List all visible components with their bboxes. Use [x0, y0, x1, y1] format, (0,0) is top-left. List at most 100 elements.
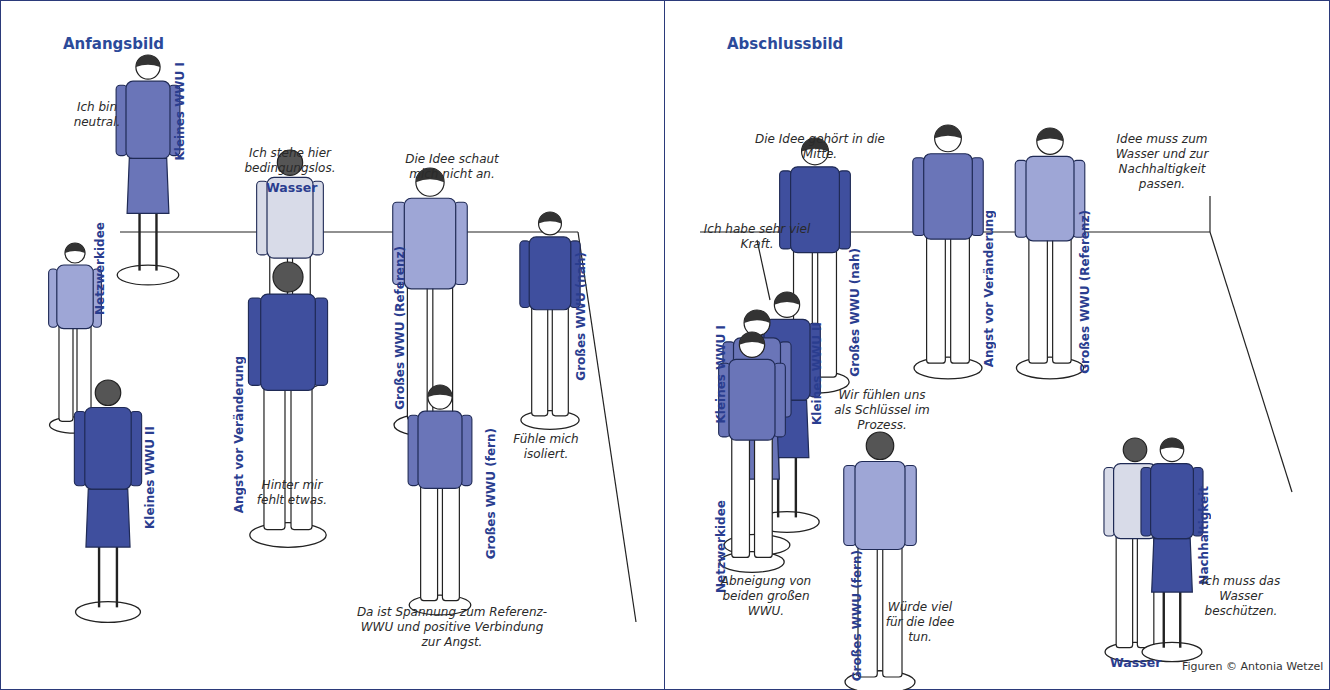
figure-leg [138, 209, 140, 271]
speech-note: Da ist Spannung zum Referenz-WWU und pos… [352, 605, 552, 650]
figure-torso [85, 408, 131, 490]
figure-hair [1037, 128, 1063, 141]
speech-note: Hinter mir fehlt etwas. [252, 478, 332, 508]
figure-arm [314, 298, 328, 385]
figure-leg [407, 285, 427, 420]
figure-torso [126, 81, 170, 158]
person-figure [393, 168, 468, 437]
figure-leg [116, 542, 118, 607]
figure-torso [529, 237, 571, 310]
speech-note: Wir fühlen uns als Schlüssel im Prozess. [832, 388, 932, 433]
figure-arm [838, 171, 850, 249]
figure-leg [1116, 535, 1132, 648]
person-figure [74, 380, 141, 622]
figure-hair [136, 55, 160, 67]
figure-arm [1015, 160, 1027, 237]
figure-leg [291, 386, 312, 529]
figure-arm [844, 466, 857, 546]
figure-torso [855, 462, 905, 550]
figure-leg [442, 484, 459, 600]
figure-base [1016, 357, 1083, 379]
figure-leg [98, 542, 100, 607]
figure-name: Großes WWU (fern) [484, 428, 498, 559]
figure-leg [532, 306, 548, 416]
speech-note: Ich habe sehr viel Kraft. [698, 222, 816, 252]
figure-name: Wasser [266, 180, 317, 195]
person-figure [1141, 438, 1203, 662]
figure-base [250, 523, 326, 548]
figure-name: Kleines WWU II [810, 322, 824, 425]
figure-hair [65, 243, 85, 253]
figure-hair [539, 212, 562, 223]
speech-note: Ich muss das Wasser beschützen. [1196, 574, 1286, 619]
panel-heading: Abschlussbild [727, 35, 843, 53]
figure-torso [404, 198, 455, 289]
figure-head [1037, 128, 1063, 154]
figure-head [739, 332, 764, 357]
credit-note: Figuren © Antonia Wetzel [1182, 660, 1323, 673]
figure-arm [780, 171, 792, 249]
person-figure [844, 432, 917, 690]
figure-arm [248, 298, 262, 385]
person-figure [116, 55, 180, 285]
figure-name: Wasser [1110, 655, 1161, 670]
figure-hair [1160, 438, 1184, 450]
figure-torso [1114, 464, 1157, 539]
figure-name: Großes WWU (fern) [850, 550, 864, 681]
figure-leg [552, 306, 568, 416]
figure-leg [264, 386, 285, 529]
figure-head [1123, 438, 1147, 462]
figure-name: Großes WWU (Referenz) [393, 246, 407, 410]
person-figure [520, 212, 580, 429]
figure-skirt [86, 489, 130, 547]
figure-head [539, 212, 562, 235]
figure-hair [744, 310, 770, 323]
figure-torso [418, 411, 462, 488]
figure-name: Großes WWU (nah) [848, 248, 862, 377]
person-figure [719, 332, 786, 572]
figure-head [273, 262, 303, 292]
figure-skirt [127, 158, 169, 213]
figure-name: Kleines WWU I [714, 325, 728, 424]
figure-arm [454, 202, 467, 284]
figure-head [95, 380, 121, 406]
figure-base [914, 357, 982, 379]
speech-note: Ich stehe hier bedingungslos. [232, 146, 348, 176]
figure-hair [739, 332, 764, 345]
figure-head [866, 432, 894, 460]
figure-leg [1163, 588, 1165, 648]
speech-note: Würde viel für die Idee tun. [878, 600, 962, 645]
figure-head [1160, 438, 1184, 462]
speech-note: Die Idee schaut mich nicht an. [392, 152, 512, 182]
figure-torso [1151, 464, 1194, 539]
figure-name: Kleines WWU II [143, 426, 157, 529]
speech-note: Idee muss zum Wasser und zur Nachhaltigk… [1098, 132, 1226, 192]
figure-hair [935, 125, 962, 138]
figure-base [117, 265, 179, 285]
figure-skirt [1152, 539, 1193, 593]
figure-leg [59, 325, 73, 422]
figure-arm [913, 158, 925, 236]
speech-note: Fühle mich isoliert. [508, 432, 584, 462]
figure-hair [428, 385, 452, 397]
figure-head [65, 243, 85, 263]
figure-head [136, 55, 160, 79]
figure-leg [421, 484, 438, 600]
figure-name: Großes WWU (Referenz) [1078, 210, 1092, 374]
figure-hair [774, 292, 799, 305]
figure-arm [971, 158, 983, 236]
figure-name: Kleines WWU I [173, 62, 187, 161]
figure-base [521, 411, 579, 430]
speech-note: Abneigung von beiden großen WWU. [716, 574, 816, 619]
figure-torso [57, 265, 93, 329]
figure-torso [924, 154, 973, 239]
figure-leg [77, 325, 91, 422]
person-figure [913, 125, 983, 379]
figure-torso [1026, 156, 1074, 240]
figure-leg [927, 235, 946, 363]
figure-base [720, 552, 784, 573]
person-figure [1015, 128, 1085, 379]
floor-line [120, 231, 578, 232]
panel-heading: Anfangsbild [63, 35, 164, 53]
